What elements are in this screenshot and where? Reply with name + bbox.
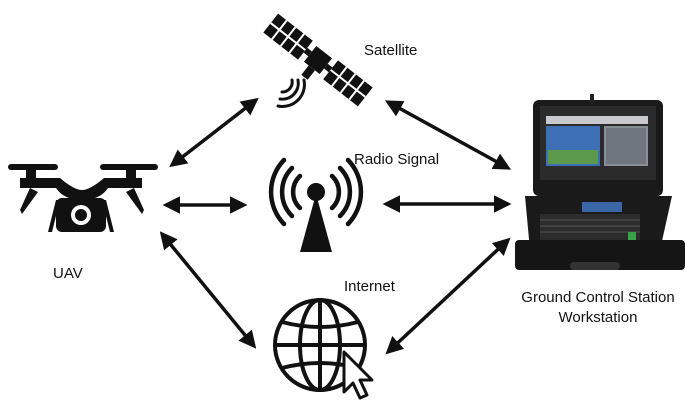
gcs-label-line2: Workstation bbox=[559, 309, 638, 326]
arrow-internet-gcs bbox=[385, 237, 511, 355]
radio-tower-icon bbox=[268, 157, 364, 252]
internet-label: Internet bbox=[344, 278, 396, 295]
arrow-satellite-gcs bbox=[384, 100, 512, 170]
laptop-case-icon bbox=[515, 94, 685, 270]
satellite-signal-waves bbox=[276, 78, 306, 108]
arrow-uav-internet bbox=[159, 231, 257, 349]
gcs-label-line1: Ground Control Station bbox=[521, 289, 674, 306]
satellite-label: Satellite bbox=[364, 42, 417, 59]
radio-signal-label: Radio Signal bbox=[354, 151, 439, 168]
drone-icon bbox=[8, 164, 158, 232]
cursor-icon bbox=[342, 350, 374, 400]
arrow-uav-satellite bbox=[169, 97, 259, 168]
uav-label: UAV bbox=[53, 265, 83, 282]
satellite-icon bbox=[263, 13, 373, 107]
globe-cursor-icon bbox=[273, 298, 374, 400]
connection-arrows bbox=[159, 97, 512, 355]
